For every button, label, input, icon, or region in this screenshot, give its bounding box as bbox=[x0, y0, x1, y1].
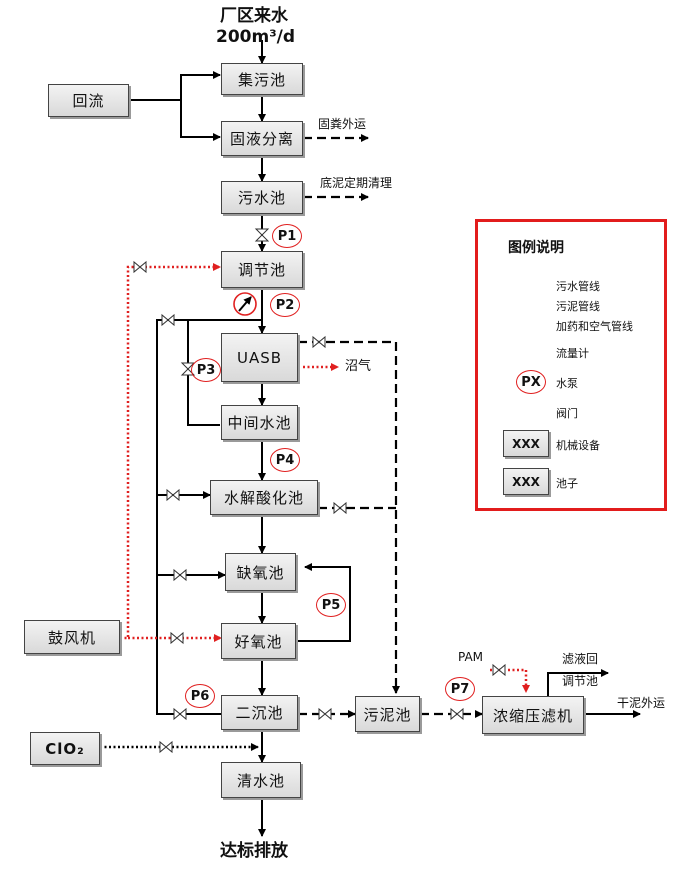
biogas-label: 沼气 bbox=[345, 359, 372, 374]
legend-sludge-line: 污泥管线 bbox=[556, 300, 600, 313]
sludge-tank: 污泥池 bbox=[355, 696, 420, 732]
dry-sludge-label: 干泥外运 bbox=[617, 696, 666, 710]
valve-icon bbox=[450, 707, 464, 721]
pump-p6: P6 bbox=[185, 684, 215, 708]
legend-tank-box: XXX bbox=[503, 468, 549, 495]
pump-p3: P3 bbox=[191, 358, 221, 382]
flow-meter-icon bbox=[233, 292, 257, 316]
legend-flow-meter: 流量计 bbox=[556, 347, 589, 360]
pam-dosing-line bbox=[490, 668, 530, 693]
valve-icon bbox=[133, 260, 147, 274]
uasb-sludge-line bbox=[298, 340, 400, 694]
valves bbox=[133, 228, 506, 754]
anoxic-tank: 缺氧池 bbox=[225, 553, 296, 591]
clo2-dosing-unit: ClO₂ bbox=[30, 732, 100, 765]
discharge-label: 达标排放 bbox=[220, 841, 288, 861]
uasb-reactor: UASB bbox=[221, 333, 298, 382]
legend-valve: 阀门 bbox=[556, 407, 578, 420]
manure-out-label: 固粪外运 bbox=[318, 117, 367, 131]
pump-p7: P7 bbox=[445, 677, 475, 701]
legend: 图例说明 污水管线 污泥管线 加药和空气管线 流量计 PX 水泵 阀门 XXX … bbox=[475, 219, 667, 511]
sludge-return-line bbox=[156, 319, 262, 715]
filtrate-label-2: 调节池 bbox=[562, 674, 599, 688]
legend-sewage-line: 污水管线 bbox=[556, 280, 600, 293]
valve-icon bbox=[170, 631, 184, 645]
clear-water-tank: 清水池 bbox=[221, 762, 301, 798]
legend-dosing-air-line: 加药和空气管线 bbox=[556, 320, 633, 333]
valve-icon bbox=[254, 228, 270, 242]
valve-icon bbox=[161, 313, 175, 327]
legend-pump-symbol: PX bbox=[516, 370, 546, 394]
source-title: 厂区来水 bbox=[220, 6, 288, 26]
legend-equipment: 机械设备 bbox=[556, 439, 600, 452]
valve-icon bbox=[173, 707, 187, 721]
internal-return-line bbox=[296, 563, 351, 642]
blower: 鼓风机 bbox=[24, 620, 120, 654]
aerobic-tank: 好氧池 bbox=[221, 623, 296, 659]
filtrate-label-1: 滤液回 bbox=[562, 652, 599, 666]
hydrolysis-tank: 水解酸化池 bbox=[210, 480, 318, 515]
legend-equipment-box: XXX bbox=[503, 430, 549, 457]
collection-tank: 集污池 bbox=[221, 63, 303, 95]
valve-icon bbox=[159, 740, 173, 754]
legend-pump: 水泵 bbox=[556, 377, 578, 390]
valve-icon bbox=[492, 663, 506, 677]
filter-press: 浓缩压滤机 bbox=[482, 696, 584, 734]
pam-label: PAM bbox=[458, 650, 484, 664]
equalization-tank: 调节池 bbox=[221, 251, 303, 288]
return-flow-box: 回流 bbox=[48, 84, 129, 117]
pump-p2: P2 bbox=[270, 293, 300, 317]
legend-title: 图例说明 bbox=[508, 240, 564, 256]
pump-p1: P1 bbox=[272, 224, 302, 248]
sewage-tank: 污水池 bbox=[221, 181, 303, 214]
valve-icon bbox=[166, 488, 180, 502]
valve-icon bbox=[312, 335, 326, 349]
source-flow: 200m³/d bbox=[216, 27, 296, 47]
pump-p4: P4 bbox=[270, 448, 300, 472]
valve-icon bbox=[173, 568, 187, 582]
pump-p5: P5 bbox=[316, 593, 346, 617]
valve-icon bbox=[333, 501, 347, 515]
bottom-sludge-label: 底泥定期清理 bbox=[320, 176, 393, 190]
legend-tank: 池子 bbox=[556, 477, 578, 490]
intermediate-tank: 中间水池 bbox=[221, 405, 298, 440]
valve-icon bbox=[318, 707, 332, 721]
solid-liquid-separator: 固液分离 bbox=[221, 121, 303, 156]
secondary-clarifier: 二沉池 bbox=[221, 695, 298, 730]
return-flow-line bbox=[129, 71, 221, 141]
air-line bbox=[120, 263, 221, 640]
